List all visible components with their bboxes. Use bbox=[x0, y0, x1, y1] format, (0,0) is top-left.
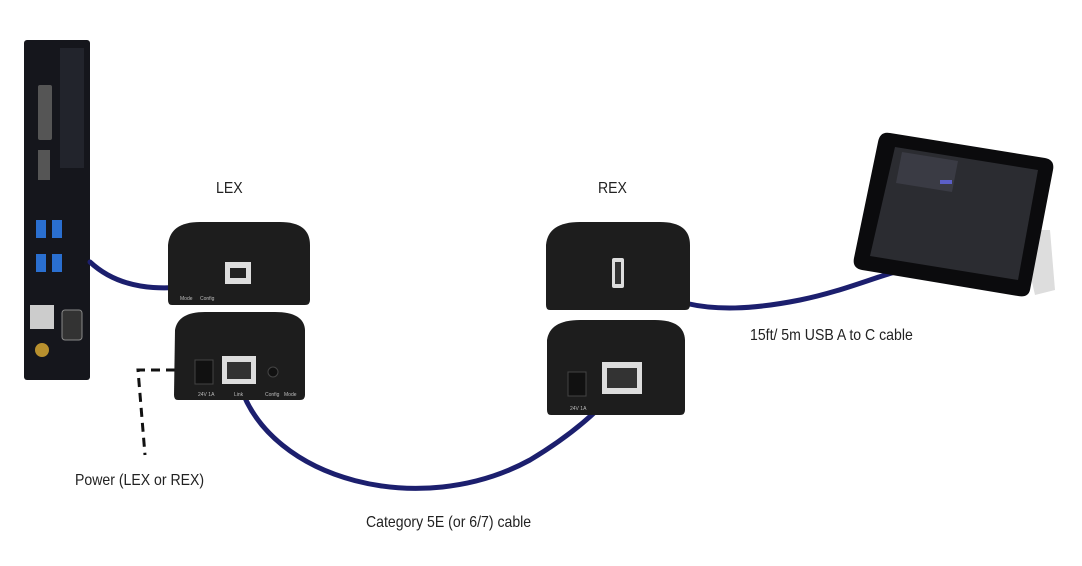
power-cable-dashed bbox=[136, 368, 190, 456]
port-label-power: 24V 1A bbox=[570, 406, 587, 412]
port-label-config: Config bbox=[265, 392, 280, 398]
rex-link-unit: 24V 1A bbox=[547, 320, 685, 415]
touch-panel-tablet bbox=[853, 132, 1055, 297]
lex-usb-unit: Mode Config bbox=[168, 222, 310, 305]
port-label-mode: Mode bbox=[284, 392, 297, 398]
power-label: Power (LEX or REX) bbox=[75, 472, 205, 489]
rex-label: REX bbox=[598, 180, 627, 197]
port-label-link: Link bbox=[234, 392, 244, 398]
lex-label: LEX bbox=[216, 180, 243, 197]
lex-link-unit: 24V 1A Link Config Mode bbox=[174, 312, 305, 400]
port-label-power: 24V 1A bbox=[198, 392, 215, 398]
usb-cable-label: 15ft/ 5m USB A to C cable bbox=[750, 327, 913, 344]
rex-usb-unit bbox=[546, 222, 690, 310]
host-pc bbox=[24, 40, 90, 380]
category-cable-label: Category 5E (or 6/7) cable bbox=[366, 514, 532, 531]
port-label-mode: Mode bbox=[180, 296, 193, 302]
port-label-config: Config bbox=[200, 296, 215, 302]
